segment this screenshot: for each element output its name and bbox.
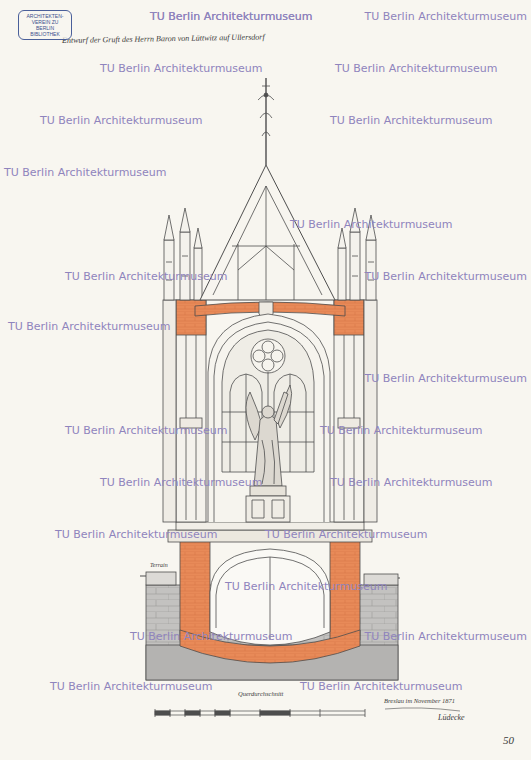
- watermark: TU Berlin Architekturmuseum: [40, 114, 203, 127]
- section-label: Querdurchschnitt: [238, 690, 283, 697]
- watermark: TU Berlin Architekturmuseum: [364, 372, 527, 385]
- watermark: TU Berlin Architekturmuseum: [265, 528, 428, 541]
- watermark: TU Berlin Architekturmuseum: [100, 62, 263, 75]
- watermark: TU Berlin Architekturmuseum: [65, 424, 228, 437]
- place-date: Breslau im November 1871: [384, 697, 455, 704]
- stamp-text: ARCHITEKTEN-VEREIN ZU BERLIN BIBLIOTHEK: [22, 13, 68, 37]
- watermark: TU Berlin Architekturmuseum: [290, 218, 453, 231]
- watermark: TU Berlin Architekturmuseum: [4, 166, 167, 179]
- ground-label: Terrain: [150, 562, 168, 568]
- watermark: TU Berlin Architekturmuseum: [335, 62, 498, 75]
- watermark: TU Berlin Architekturmuseum: [300, 680, 463, 693]
- library-stamp: ARCHITEKTEN-VEREIN ZU BERLIN BIBLIOTHEK: [18, 10, 72, 40]
- watermark: TU Berlin Architekturmuseum: [55, 528, 218, 541]
- watermark: TU Berlin Architekturmuseum: [364, 270, 527, 283]
- watermark: TU Berlin Architekturmuseum: [8, 320, 171, 333]
- watermark: TU Berlin Architekturmuseum: [330, 114, 493, 127]
- watermark: TU Berlin Architekturmuseum: [130, 630, 293, 643]
- watermark: TU Berlin Architekturmuseum: [65, 270, 228, 283]
- watermark: TU Berlin Architekturmuseum: [330, 476, 493, 489]
- drawing-title: Entwurf der Gruft des Herrn Baron von Lü…: [62, 32, 265, 45]
- watermark: TU Berlin Architekturmuseum: [320, 424, 483, 437]
- watermark: TU Berlin Architekturmuseum: [100, 476, 263, 489]
- watermark: TU Berlin Architekturmuseum: [50, 680, 213, 693]
- watermark: TU Berlin Architekturmuseum: [364, 10, 527, 23]
- sheet-number: 50: [503, 734, 514, 746]
- signature: Lüdecke: [438, 713, 465, 722]
- watermark: TU Berlin Architekturmuseum: [364, 630, 527, 643]
- watermark: TU Berlin Architekturmuseum: [150, 10, 313, 23]
- watermark: TU Berlin Architekturmuseum: [225, 580, 388, 593]
